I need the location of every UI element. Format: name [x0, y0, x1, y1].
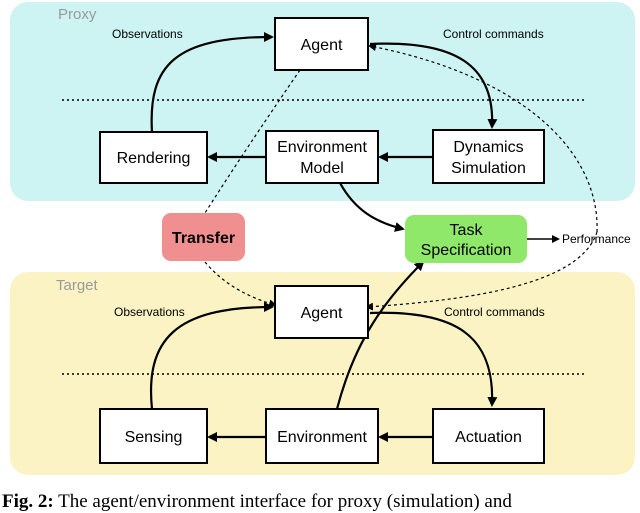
- dashed-proxy-agent-to-transfer: [204, 69, 301, 214]
- proxy-label: Proxy: [58, 6, 97, 23]
- node-actuation: Actuation: [432, 408, 545, 464]
- caption-label: Fig. 2:: [2, 491, 54, 512]
- node-environment-model-line2: Model: [300, 160, 344, 177]
- node-actuation-label: Actuation: [455, 429, 522, 446]
- node-proxy-agent-label: Agent: [301, 37, 343, 54]
- arrow-sensing-to-agent: [150, 302, 274, 410]
- node-environment-model-line1: Environment: [277, 139, 367, 156]
- label-proxy-observations: Observations: [112, 27, 183, 41]
- node-environment-label: Environment: [277, 429, 367, 446]
- node-sensing: Sensing: [99, 408, 208, 464]
- label-performance: Performance: [562, 232, 631, 246]
- node-transfer: Transfer: [162, 213, 245, 261]
- node-transfer-label: Transfer: [172, 230, 235, 247]
- arrow-envmodel-to-task: [339, 182, 405, 232]
- label-target-observations: Observations: [114, 305, 185, 319]
- node-task-line1: Task: [450, 222, 484, 239]
- node-target-agent: Agent: [274, 285, 369, 339]
- arrow-agent-to-dynamics: [369, 42, 498, 129]
- arrow-rendering-to-agent: [150, 32, 274, 133]
- node-environment-model: Environment Model: [265, 130, 379, 184]
- node-target-agent-label: Agent: [301, 305, 343, 322]
- target-label: Target: [56, 277, 99, 294]
- node-task-specification: Task Specification: [405, 215, 527, 263]
- node-rendering-label: Rendering: [117, 150, 191, 167]
- node-sensing-label: Sensing: [125, 429, 183, 446]
- figure-caption: Fig. 2: The agent/environment interface …: [2, 491, 640, 513]
- arrow-environment-to-task: [335, 260, 425, 410]
- node-rendering: Rendering: [99, 131, 208, 184]
- dashed-performance-to-target-agent: [365, 231, 598, 311]
- node-environment: Environment: [265, 408, 379, 464]
- caption-text: The agent/environment interface for prox…: [58, 491, 512, 512]
- arrow-agent-to-actuation: [369, 311, 498, 407]
- node-dynamics-line1: Dynamics: [453, 139, 523, 156]
- node-proxy-agent: Agent: [274, 17, 369, 71]
- dashed-performance-to-proxy-agent: [368, 43, 598, 233]
- node-dynamics-simulation: Dynamics Simulation: [432, 129, 545, 184]
- node-dynamics-line2: Simulation: [451, 160, 526, 177]
- label-proxy-control: Control commands: [443, 27, 544, 41]
- node-task-line2: Specification: [421, 242, 512, 259]
- label-target-control: Control commands: [444, 305, 545, 319]
